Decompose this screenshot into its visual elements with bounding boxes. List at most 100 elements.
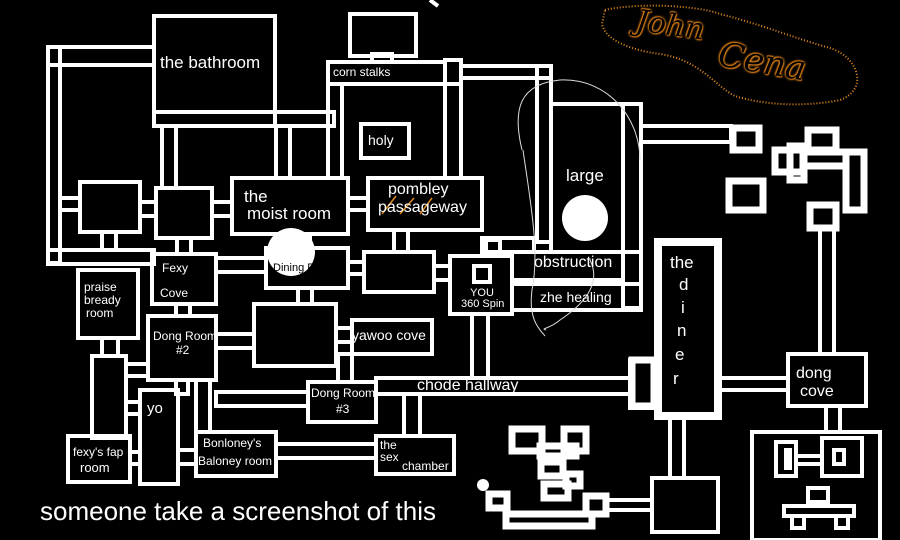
connector	[443, 58, 463, 86]
room-label-the-diner-6: r	[673, 369, 679, 388]
block	[562, 470, 584, 490]
room-label-corn-stalks: corn stalks	[333, 65, 391, 79]
room-label-large: large	[566, 166, 604, 185]
center-vertical-corridor	[443, 82, 463, 180]
fixture	[806, 486, 830, 504]
connector	[824, 404, 842, 434]
room-label-the-diner-5: e	[675, 345, 685, 364]
room-label-sex-chamber-1: the	[380, 438, 397, 452]
dot	[477, 479, 489, 491]
room-label-fexy-1: Fexy	[162, 261, 189, 275]
room-label-dong-room-3-1: Dong Room	[311, 386, 376, 400]
room-the-diner	[654, 238, 722, 420]
room-zhe-healing	[510, 282, 643, 312]
block	[800, 148, 850, 170]
room-label-praise-1: praise	[84, 280, 117, 294]
room-yo	[138, 388, 180, 486]
block	[508, 425, 546, 455]
room-label-praise-3: room	[86, 306, 114, 320]
room-the-sex-chamber	[374, 434, 456, 476]
connector	[176, 448, 198, 466]
block	[628, 356, 658, 410]
connector	[402, 392, 422, 438]
scribble-line	[522, 149, 546, 337]
connector	[274, 442, 378, 460]
room-label-dining-room: Dining Room	[273, 262, 337, 274]
block	[540, 480, 572, 502]
connector	[128, 450, 142, 466]
room-fexys-fap-room	[66, 434, 132, 484]
connector	[296, 286, 314, 306]
fixture	[834, 514, 850, 530]
room-bottom-center	[650, 476, 720, 534]
block	[729, 124, 763, 154]
connector	[160, 124, 178, 190]
bathroom-corridor	[152, 110, 336, 128]
room-label-sex-chamber-3: chamber	[402, 459, 449, 473]
block	[804, 126, 840, 154]
room-label-bathroom: the bathroom	[160, 53, 261, 72]
connector	[274, 124, 292, 180]
room-holy	[359, 122, 411, 160]
room-left-box	[78, 180, 142, 234]
room-label-the-diner-3: i	[681, 298, 685, 317]
room-pombley-passageway	[366, 176, 484, 232]
pillar-circle	[267, 228, 315, 276]
connector	[214, 256, 268, 274]
room-mid-box	[154, 186, 214, 240]
room-bottom-right	[750, 430, 882, 540]
connector	[668, 414, 686, 480]
corn-corridor	[326, 82, 344, 180]
top-left-corridor	[46, 45, 156, 67]
fixture	[782, 504, 856, 518]
room-label-fexy-2: Cove	[160, 286, 189, 300]
room-left-lower	[90, 354, 128, 440]
large-side-corridor	[621, 102, 643, 310]
connector	[124, 362, 150, 378]
scribble-line	[543, 259, 595, 331]
connector	[604, 498, 654, 512]
connector	[100, 230, 118, 252]
room-label-chode-hallway: chode hallway	[417, 377, 519, 394]
room-label-dong-room-2-2: #2	[176, 343, 190, 357]
room-label-sex-chamber-2: sex	[380, 450, 399, 464]
connector	[346, 196, 370, 212]
room-label-dong-cove-2: cove	[800, 383, 834, 400]
connector	[214, 332, 256, 350]
room-label-bonloney-1: Bonloney's	[203, 436, 262, 450]
room-yawoo-cove	[350, 318, 434, 356]
room-label-zhe-healing: zhe healing	[540, 289, 612, 305]
scratch-marks	[381, 195, 433, 215]
connector	[334, 326, 354, 344]
block	[485, 490, 511, 512]
room-label-praise-2: bready	[84, 293, 121, 307]
room-label-the-diner-2: d	[679, 275, 689, 294]
room-label-you-1: YOU	[470, 287, 494, 299]
connector	[100, 336, 120, 358]
fixture	[794, 454, 824, 466]
scribble-line	[517, 79, 641, 161]
connector	[716, 376, 790, 392]
fixture	[784, 448, 792, 470]
connector	[392, 228, 410, 254]
room-label-the-diner-1: the	[670, 253, 694, 272]
connector	[214, 390, 310, 408]
caption-text: someone take a screenshot of this	[40, 496, 437, 526]
room-center-box	[362, 250, 436, 294]
connector	[346, 260, 366, 276]
room-label-yawoo-cove: yawoo cove	[352, 327, 426, 343]
room-label-dong-cove-1: dong	[796, 365, 832, 382]
room-label-pombley-1: pombley	[388, 181, 449, 198]
connector	[58, 196, 82, 212]
room-label-moist-room-2: moist room	[247, 204, 332, 223]
room-label-fexys-fap-2: room	[80, 460, 110, 475]
block	[502, 510, 596, 530]
left-lower-corridor	[46, 248, 156, 266]
connector	[210, 200, 234, 218]
block	[725, 177, 767, 214]
connector	[480, 236, 536, 254]
block	[536, 442, 580, 460]
right-corridor	[639, 124, 733, 144]
room-obstruction	[510, 250, 625, 282]
pillar-circle	[562, 195, 608, 241]
